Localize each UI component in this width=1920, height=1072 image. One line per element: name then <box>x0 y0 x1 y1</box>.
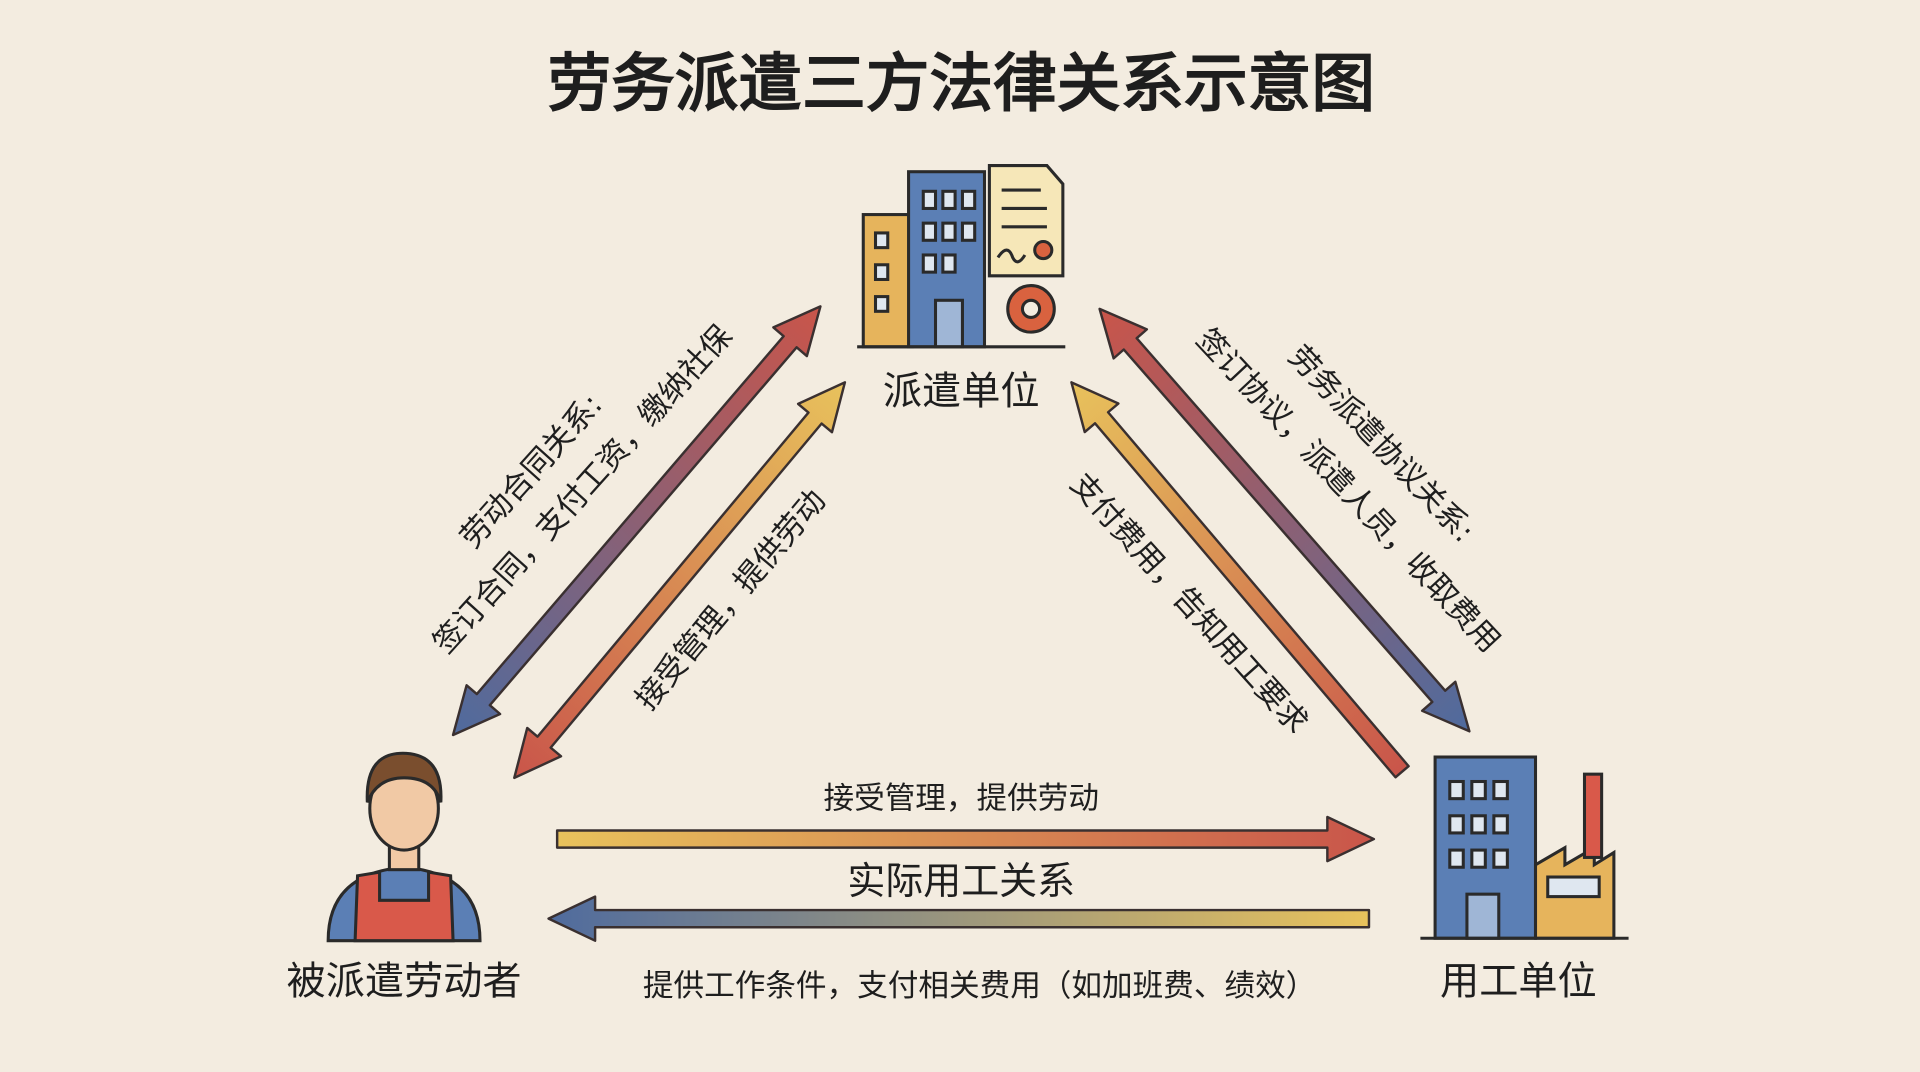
worker-avatar-icon <box>326 751 482 943</box>
arrows <box>451 305 1471 942</box>
labor-contract-desc: 签订合同，支付工资，缴纳社保 <box>427 319 740 661</box>
node-worker-label: 被派遣劳动者 <box>287 960 522 1005</box>
dispatch-agreement-arrow <box>1098 307 1471 733</box>
worker-dispatch-arrow <box>513 381 847 780</box>
actual-employment-label: 实际用工关系 <box>847 859 1075 903</box>
dispatch-building-icon <box>857 164 1066 349</box>
employer-dispatch-arrow <box>1070 381 1410 779</box>
labor-contract-arrow <box>451 305 822 737</box>
worker-to-employer-label: 接受管理，提供劳动 <box>823 781 1098 816</box>
employer-worker-arrow <box>547 895 1371 942</box>
worker-employer-arrow <box>555 815 1376 863</box>
employer-to-worker-label: 提供工作条件，支付相关费用（如加班费、绩效） <box>643 969 1316 1004</box>
node-dispatch-label: 派遣单位 <box>883 369 1040 414</box>
node-employer-label: 用工单位 <box>1440 960 1597 1005</box>
dispatch-agreement-desc: 签订协议，派遣人员，收取费用 <box>1189 322 1507 659</box>
employer-factory-icon <box>1420 755 1629 940</box>
page-title: 劳务派遣三方法律关系示意图 <box>547 48 1375 122</box>
